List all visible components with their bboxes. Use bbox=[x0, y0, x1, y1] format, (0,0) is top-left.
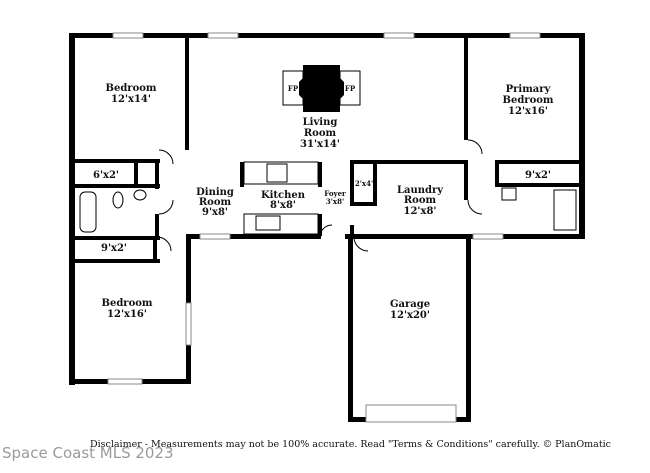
bedroom2-size: 12'x16' bbox=[107, 309, 147, 320]
disclaimer: Disclaimer - Measurements may not be 100… bbox=[90, 439, 611, 450]
kitchen-size: 8'x8' bbox=[270, 200, 296, 211]
living-size: 31'x14' bbox=[300, 139, 340, 150]
foyer-size: 3'x8' bbox=[326, 197, 344, 206]
fp-right-label: FP bbox=[345, 84, 356, 93]
primary-name1: Primary bbox=[506, 84, 552, 95]
laundry-name2: Room bbox=[404, 195, 437, 206]
bedroom1-name: Bedroom bbox=[106, 83, 157, 94]
garage-name: Garage bbox=[390, 299, 430, 310]
primary-size: 12'x16' bbox=[508, 106, 548, 117]
laundry-name1: Laundry bbox=[397, 185, 444, 196]
fireplace: FP FP bbox=[282, 65, 361, 112]
laundry-size: 12'x8' bbox=[404, 206, 437, 217]
dining-name2: Room bbox=[199, 197, 232, 208]
kitchen-name: Kitchen bbox=[261, 190, 306, 201]
dining-size: 9'x8' bbox=[202, 207, 228, 218]
closet1-size: 6'x2' bbox=[93, 170, 119, 181]
closet4-size: 2'x4' bbox=[355, 179, 373, 188]
closet2-size: 9'x2' bbox=[101, 243, 127, 254]
bedroom1-size: 12'x14' bbox=[111, 94, 151, 105]
watermark: Space Coast MLS 2023 bbox=[2, 444, 174, 462]
living-name1: Living bbox=[303, 117, 338, 128]
foyer-name: Foyer bbox=[324, 189, 346, 198]
living-name2: Room bbox=[304, 128, 337, 139]
windows bbox=[107, 32, 541, 423]
dining-name1: Dining bbox=[196, 187, 234, 198]
bedroom2-name: Bedroom bbox=[102, 298, 153, 309]
garage-size: 12'x20' bbox=[390, 310, 430, 321]
primary-name2: Bedroom bbox=[503, 95, 554, 106]
closet3-size: 9'x2' bbox=[525, 170, 551, 181]
fp-left-label: FP bbox=[288, 84, 299, 93]
fixtures bbox=[79, 139, 577, 252]
